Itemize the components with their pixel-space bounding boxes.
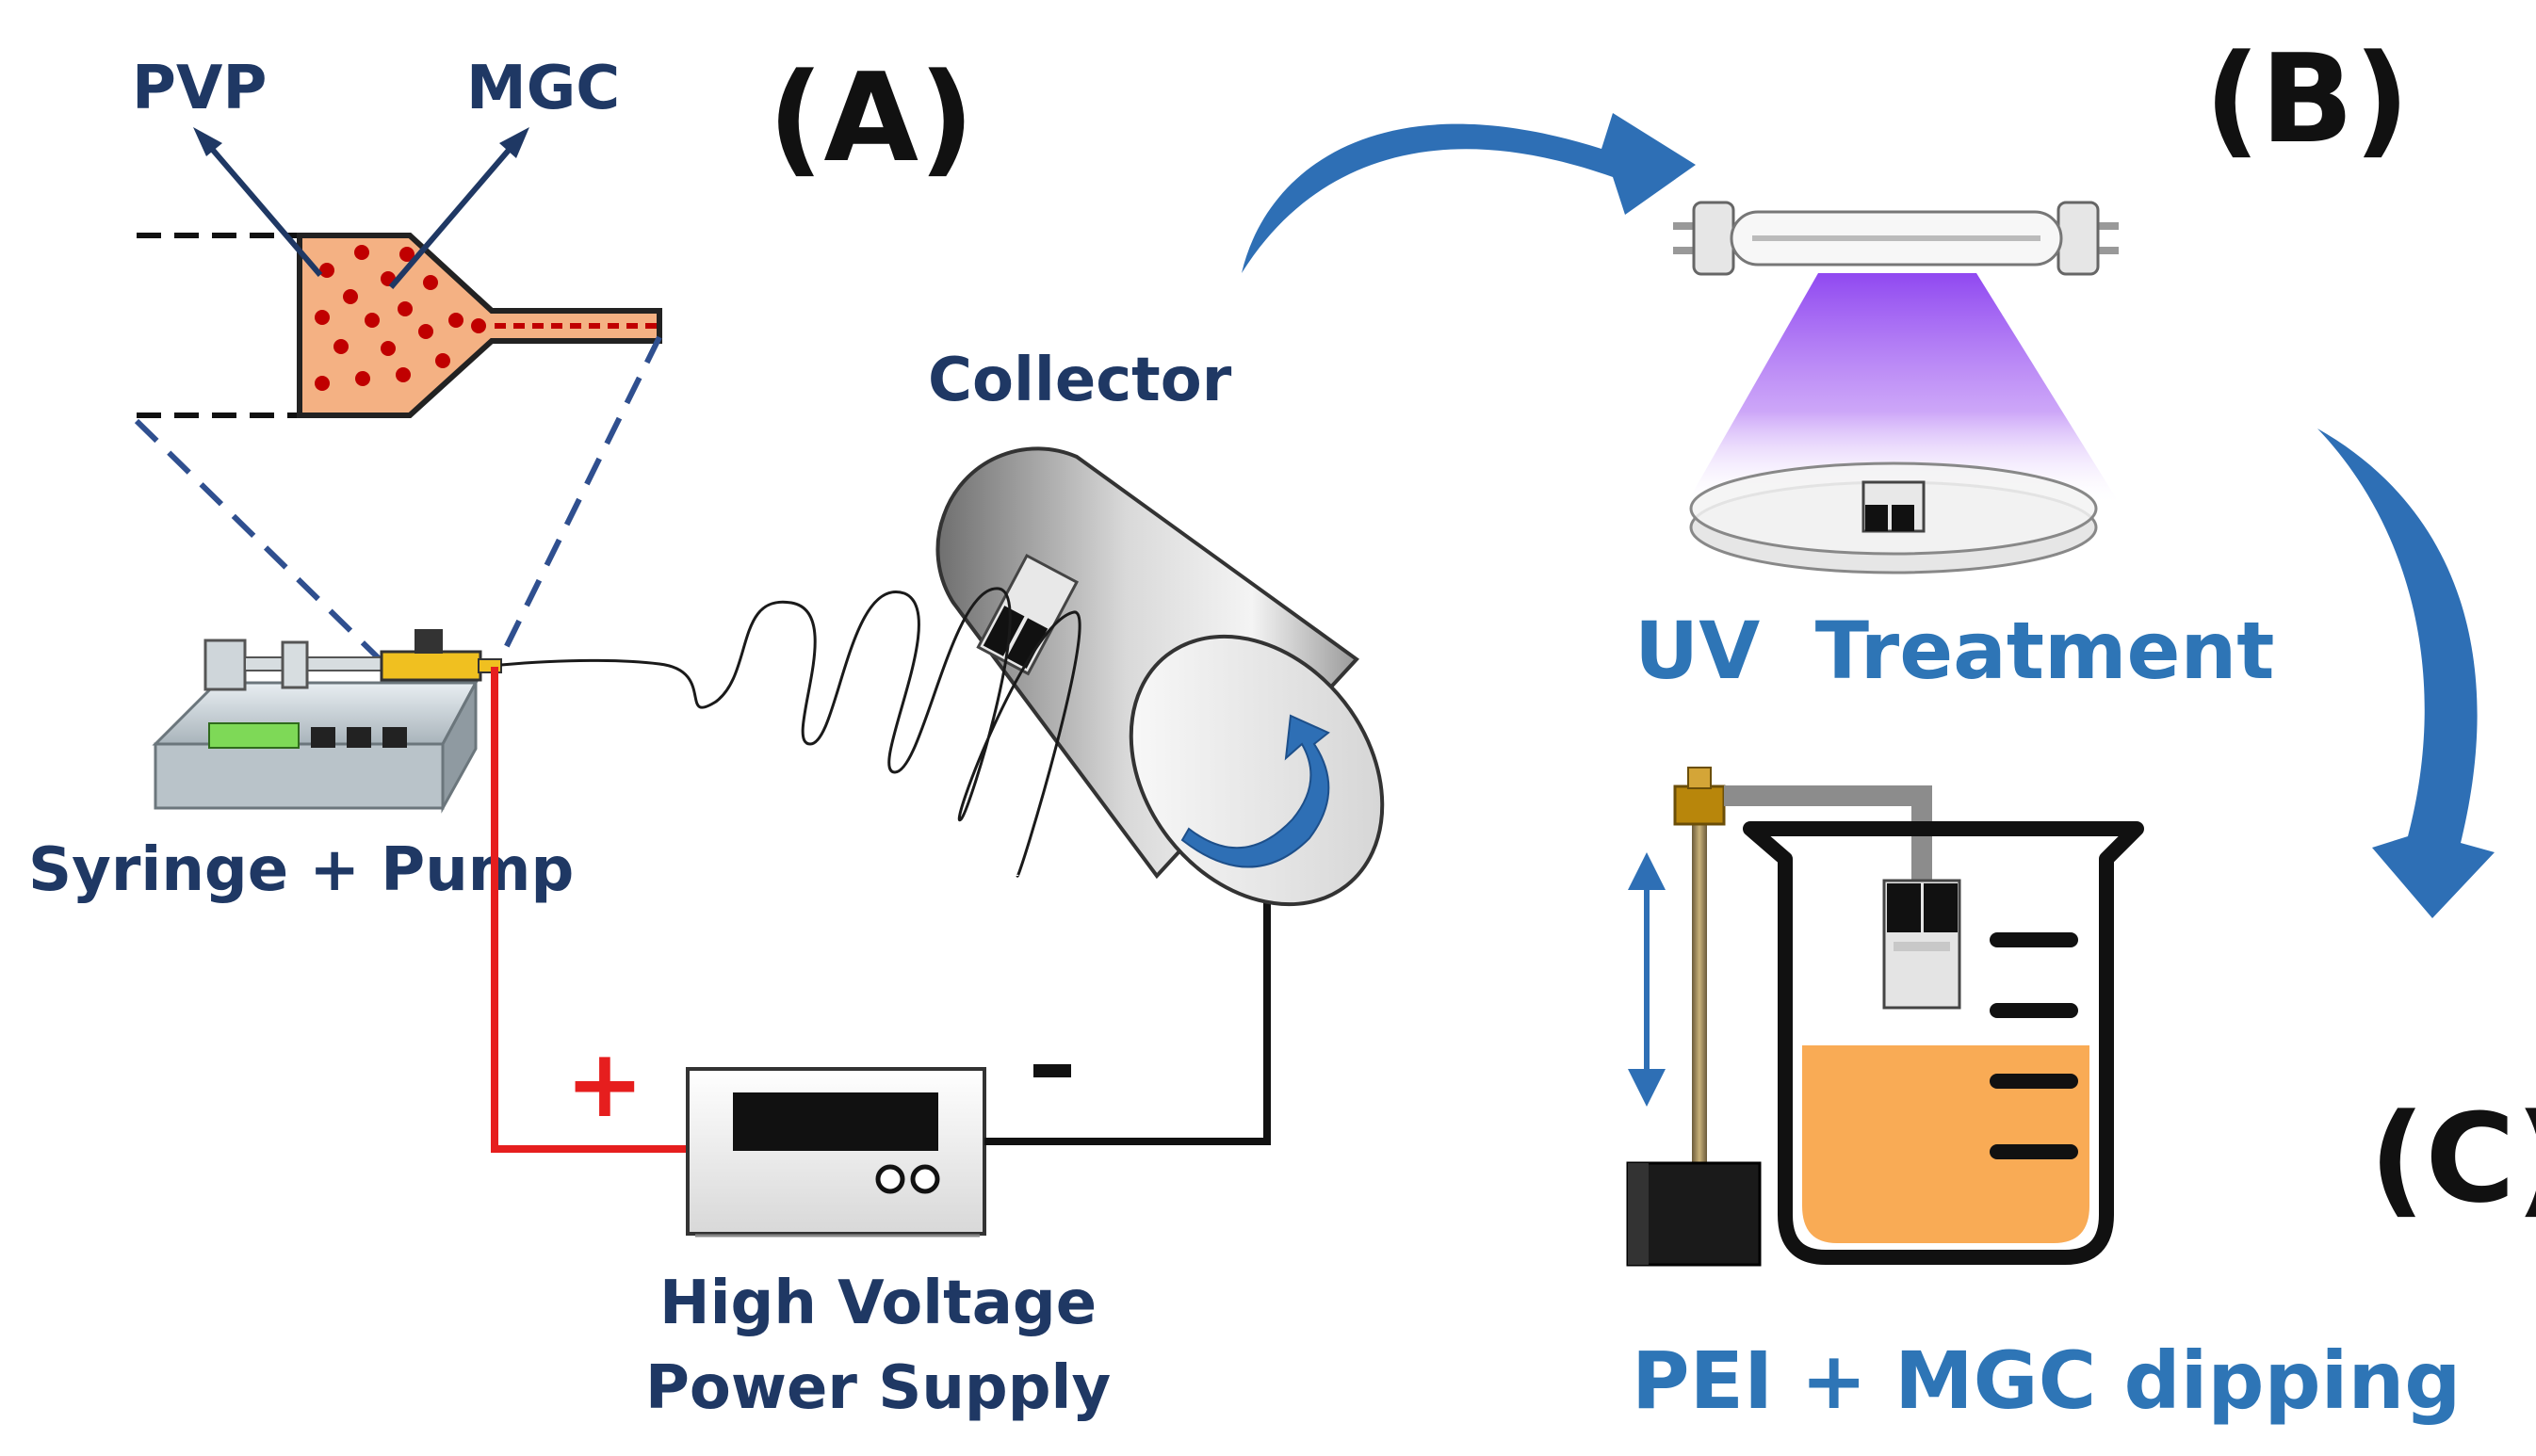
negative-wire xyxy=(984,895,1271,1145)
mgc-particles xyxy=(315,245,486,391)
hv-label-line1: High Voltage xyxy=(659,1269,1097,1338)
pump-pusher-block xyxy=(203,639,247,691)
petri-dish xyxy=(1689,461,2098,574)
pump-base-side xyxy=(441,682,478,814)
pump-key-2 xyxy=(347,727,371,748)
arrow-a-to-b xyxy=(1242,113,1696,273)
motion-arrow-down-icon xyxy=(1628,1069,1666,1107)
panel-label-a: (A) xyxy=(768,46,974,189)
hv-label-line2: Power Supply xyxy=(645,1353,1111,1423)
power-supply xyxy=(686,1067,986,1238)
sensor-chip-on-collector xyxy=(976,553,1080,676)
pvp-arrow-head-icon xyxy=(193,127,222,156)
power-supply-knob-2 xyxy=(910,1164,940,1194)
panel-label-b: (B) xyxy=(2204,27,2410,170)
pvp-label: PVP xyxy=(132,54,267,123)
mgc-arrow-head-icon xyxy=(499,127,529,158)
uv-lamp-pin-right-top xyxy=(2096,222,2119,230)
positive-wire xyxy=(491,667,688,1153)
dipping-setup xyxy=(1626,767,2144,1267)
syringe-pump xyxy=(152,629,502,814)
syringe-barrel xyxy=(380,650,482,682)
stepper-motor xyxy=(1626,1161,1762,1267)
power-supply-display xyxy=(733,1092,938,1151)
uv-light-beam xyxy=(1686,273,2120,504)
collector-drum xyxy=(935,446,1385,907)
screw-nut xyxy=(1673,785,1726,826)
beaker-outline xyxy=(1743,821,2144,1265)
lead-screw xyxy=(1692,796,1707,1168)
uv-lamp-pin-right-bottom xyxy=(2096,247,2119,254)
holder-arm xyxy=(1724,785,1932,885)
stepper-motor-highlight xyxy=(1628,1163,1649,1265)
plus-sign: + xyxy=(565,1028,644,1139)
uv-lamp-pin-left-bottom xyxy=(1673,247,1696,254)
uv-treatment-label: UV Treatment xyxy=(1634,605,2274,697)
pvp-pointer xyxy=(203,139,323,277)
zoom-line-right xyxy=(496,335,662,663)
panel-label-c: (C) xyxy=(2369,1087,2536,1230)
uv-lamp-cap-left xyxy=(1692,201,1735,276)
uv-lamp-cap-right xyxy=(2056,201,2100,276)
pump-rail xyxy=(244,656,387,671)
arrow-b-to-c xyxy=(2317,429,2495,918)
rotation-arrow-icon xyxy=(1180,714,1330,868)
motion-arrow-up-icon xyxy=(1628,852,1666,890)
minus-sign xyxy=(1033,1064,1071,1077)
pump-base-front xyxy=(154,742,445,810)
sensor-chip-dipping xyxy=(1882,879,1961,1010)
power-supply-knob-1 xyxy=(875,1164,905,1194)
uv-lamp-pin-left-top xyxy=(1673,222,1696,230)
collector-label: Collector xyxy=(928,346,1232,415)
pump-key-1 xyxy=(311,727,335,748)
syringe-cap xyxy=(415,629,443,654)
dipping-label: PEI + MGC dipping xyxy=(1632,1335,2461,1427)
mgc-label: MGC xyxy=(466,54,620,123)
pump-key-3 xyxy=(382,727,407,748)
fiber-jet xyxy=(500,587,1081,878)
pump-clamp xyxy=(281,640,309,689)
nozzle-inset: PVP MGC xyxy=(132,54,662,664)
sensor-chip-uv xyxy=(1861,480,1926,533)
zoom-line-left xyxy=(134,418,384,664)
mgc-pointer xyxy=(388,139,519,289)
screw-top xyxy=(1687,767,1712,789)
pump-display xyxy=(208,722,300,749)
syringe-pump-label: Syringe + Pump xyxy=(28,835,574,905)
uv-lamp xyxy=(1673,201,2119,276)
beaker-liquid xyxy=(1802,1045,2089,1243)
